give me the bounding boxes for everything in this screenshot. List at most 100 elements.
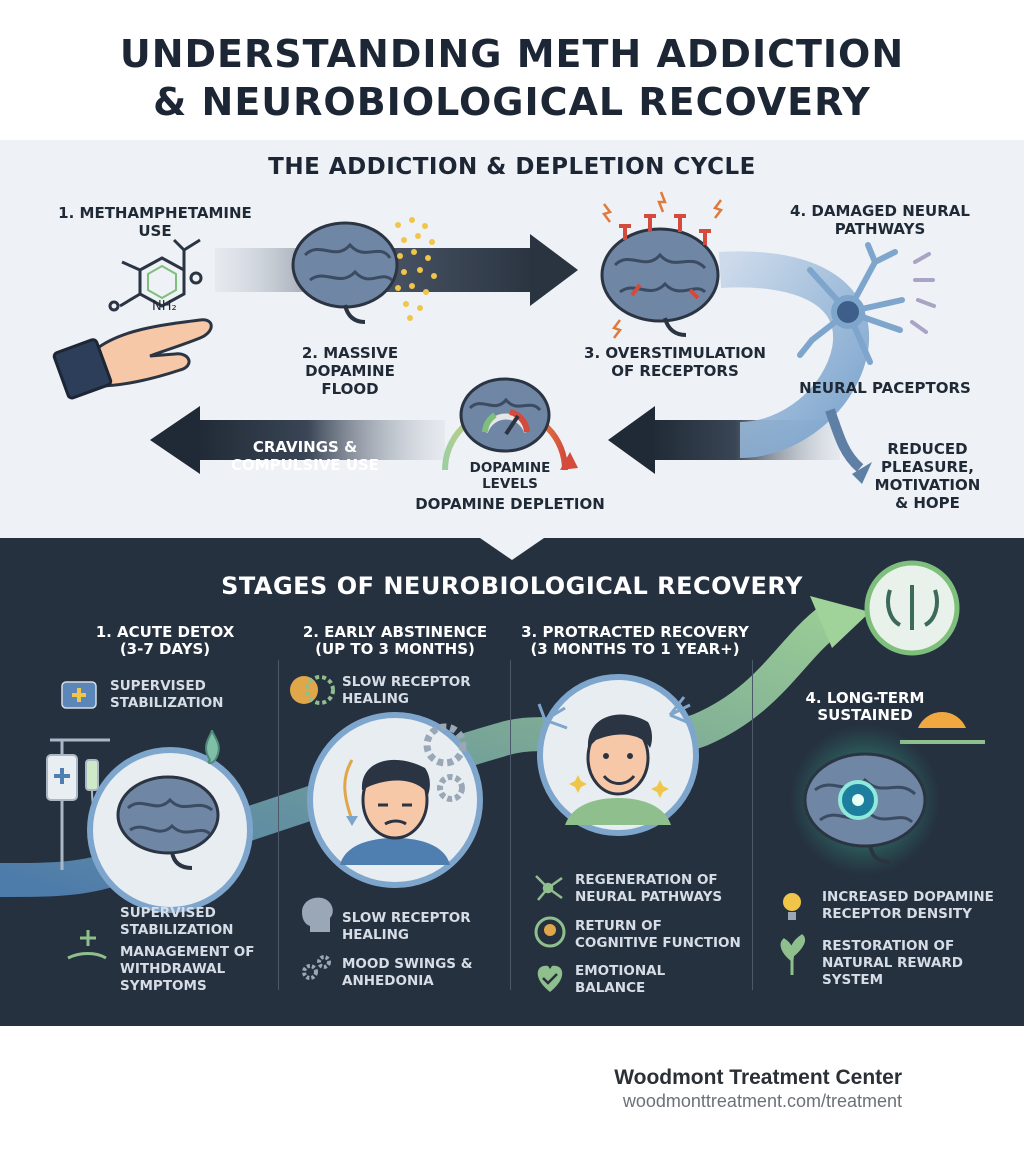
- heart-check-icon: [537, 965, 563, 992]
- first-aid-kit-icon: [61, 681, 97, 709]
- mood-gears-icon: [302, 955, 331, 980]
- step1-line2: USE: [138, 222, 172, 240]
- stage3-item-2-line1: RETURN OF: [575, 918, 662, 934]
- stage2-item-2-line1: MOOD SWINGS &: [342, 956, 473, 972]
- stage3-title-line1: 3. PROTRACTED RECOVERY: [521, 623, 749, 641]
- stage2-abstinence-illustration: [307, 712, 483, 888]
- stage3-item-1: REGENERATION OF NEURAL PATHWAYS: [575, 872, 750, 906]
- stage1-top-line2: STABILIZATION: [110, 695, 224, 711]
- stage4-item-1-line2: RECEPTOR DENSITY: [822, 906, 972, 922]
- stage3-item-2-line2: COGNITIVE FUNCTION: [575, 935, 741, 951]
- stage2-top-line1: SLOW RECEPTOR: [342, 674, 471, 690]
- stage1-item-2-line3: SYMPTOMS: [120, 978, 207, 994]
- stage4-item-1: INCREASED DOPAMINE RECEPTOR DENSITY: [822, 889, 1012, 923]
- stage1-item-1-line1: SUPERVISED: [120, 905, 216, 921]
- stage4-item-2: RESTORATION OF NATURAL REWARD SYSTEM: [822, 938, 1012, 989]
- flow-arrow-left-cravings: [150, 406, 445, 474]
- stage3-title-line2: (3 MONTHS TO 1 YEAR+): [530, 640, 740, 658]
- stage1-item-2: MANAGEMENT OF WITHDRAWAL SYMPTOMS: [120, 944, 270, 995]
- stage2-top-note: SLOW RECEPTOR HEALING: [342, 674, 492, 708]
- stage3-item-1-line1: REGENERATION OF: [575, 872, 718, 888]
- step2-line2: DOPAMINE: [305, 362, 395, 380]
- step4-label: 4. DAMAGED NEURAL PATHWAYS: [770, 202, 990, 238]
- stage2-top-line2: HEALING: [342, 691, 409, 707]
- damaged-neuron-icon: [797, 242, 905, 365]
- step2-line1: 2. MASSIVE: [301, 344, 399, 362]
- stage-divider-2: [510, 660, 511, 990]
- footer-url[interactable]: woodmonttreatment.com/treatment: [622, 1091, 902, 1111]
- brain-gear-icon: [290, 675, 335, 705]
- stage2-item-2-line2: ANHEDONIA: [342, 973, 434, 989]
- reduced-line1: REDUCED: [887, 440, 968, 458]
- neural-receptors-label: NEURAL PACEPTORS: [799, 379, 971, 397]
- stage1-item-1: SUPERVISED STABILIZATION: [120, 905, 270, 939]
- dopamine-particles: [395, 217, 437, 321]
- stage1-detox-illustration: [46, 729, 253, 913]
- step3-line2: OF RECEPTORS: [611, 362, 739, 380]
- lightbulb-icon: [783, 893, 801, 920]
- blue-cycle-arc: [718, 251, 872, 484]
- step3-label: 3. OVERSTIMULATION OF RECEPTORS: [575, 344, 775, 380]
- reduced-line3: MOTIVATION: [874, 476, 981, 494]
- gauge-label: DOPAMINE LEVELS: [455, 460, 565, 492]
- stage2-item-1: SLOW RECEPTOR HEALING: [342, 910, 502, 944]
- page-title: UNDERSTANDING METH ADDICTION & NEUROBIOL…: [0, 30, 1024, 126]
- stage-divider-1: [278, 660, 279, 990]
- stage1-title-line1: 1. ACUTE DETOX: [95, 623, 235, 641]
- cravings-label: CRAVINGS & COMPULSIVE USE: [215, 438, 395, 474]
- cycle-title: THE ADDICTION & DEPLETION CYCLE: [268, 154, 756, 180]
- stage2-item-2: MOOD SWINGS & ANHEDONIA: [342, 956, 502, 990]
- stage1-top-line1: SUPERVISED: [110, 678, 206, 694]
- reduced-label: REDUCED PLEASURE, MOTIVATION & HOPE: [860, 440, 995, 512]
- stage3-item-3-line1: EMOTIONAL: [575, 963, 666, 979]
- stage-divider-3: [752, 660, 753, 990]
- stage1-item-2-line1: MANAGEMENT OF: [120, 944, 255, 960]
- reduced-line4: & HOPE: [895, 494, 960, 512]
- stage3-item-3: EMOTIONAL BALANCE: [575, 963, 750, 997]
- stage2-title-line1: 2. EARLY ABSTINENCE: [302, 623, 488, 641]
- stage2-title-line2: (UP TO 3 MONTHS): [315, 640, 475, 658]
- dopamine-gauge-icon: [442, 377, 578, 471]
- stage2-item-1-line1: SLOW RECEPTOR: [342, 910, 471, 926]
- stage4-title-line2: SUSTAINED: [817, 706, 913, 724]
- step2-label: 2. MASSIVE DOPAMINE FLOOD: [285, 344, 415, 398]
- broken-receptor-fragments: [910, 252, 936, 334]
- stage4-title-line1: 4. LONG-TERM: [805, 689, 925, 707]
- step2-line3: FLOOD: [321, 380, 379, 398]
- stage1-title: 1. ACUTE DETOX (3-7 DAYS): [60, 624, 270, 658]
- stage3-item-1-line2: NEURAL PATHWAYS: [575, 889, 723, 905]
- head-gear-icon: [302, 897, 333, 932]
- step3-line1: 3. OVERSTIMULATION: [584, 344, 766, 362]
- plant-sprout-icon: [780, 934, 806, 975]
- molecule-label: NH₂: [152, 299, 177, 314]
- gauge-line2: LEVELS: [482, 476, 538, 492]
- stage1-top-note: SUPERVISED STABILIZATION: [110, 678, 250, 712]
- stage1-item-2-line2: WITHDRAWAL: [120, 961, 226, 977]
- stage3-item-2: RETURN OF COGNITIVE FUNCTION: [575, 918, 750, 952]
- brain-dopamine-flood-icon: [291, 221, 399, 324]
- stage1-title-line2: (3-7 DAYS): [119, 640, 211, 658]
- footer-organization-name: Woodmont Treatment Center: [614, 1066, 902, 1089]
- step4-line2: PATHWAYS: [834, 220, 926, 238]
- stage4-item-1-line1: INCREASED DOPAMINE: [822, 889, 994, 905]
- stage2-item-1-line2: HEALING: [342, 927, 409, 943]
- title-line-1: UNDERSTANDING METH ADDICTION: [119, 32, 905, 76]
- step1-line1: 1. METHAMPHETAMINE: [58, 204, 252, 222]
- dopamine-depletion-label: DOPAMINE DEPLETION: [415, 495, 605, 513]
- methamphetamine-molecule-icon: [108, 238, 203, 312]
- panel-pointer: [480, 538, 544, 560]
- title-line-2: & NEUROBIOLOGICAL RECOVERY: [153, 80, 871, 124]
- cravings-line1: CRAVINGS &: [252, 438, 358, 456]
- step1-label: 1. METHAMPHETAMINE USE: [45, 204, 265, 240]
- reduced-line2: PLEASURE,: [881, 458, 974, 476]
- stage1-item-1-line2: STABILIZATION: [120, 922, 234, 938]
- stage3-protracted-illustration: [537, 674, 699, 836]
- stage4-healthy-brain-illustration: [790, 560, 985, 875]
- stage2-title: 2. EARLY ABSTINENCE (UP TO 3 MONTHS): [285, 624, 505, 658]
- stage4-title: 4. LONG-TERM SUSTAINED: [790, 690, 940, 724]
- gauge-line1: DOPAMINE: [469, 460, 551, 476]
- cravings-line2: COMPULSIVE USE: [230, 456, 380, 474]
- stage4-item-2-line1: RESTORATION OF: [822, 938, 955, 954]
- brain-overstimulation-icon: [600, 191, 724, 339]
